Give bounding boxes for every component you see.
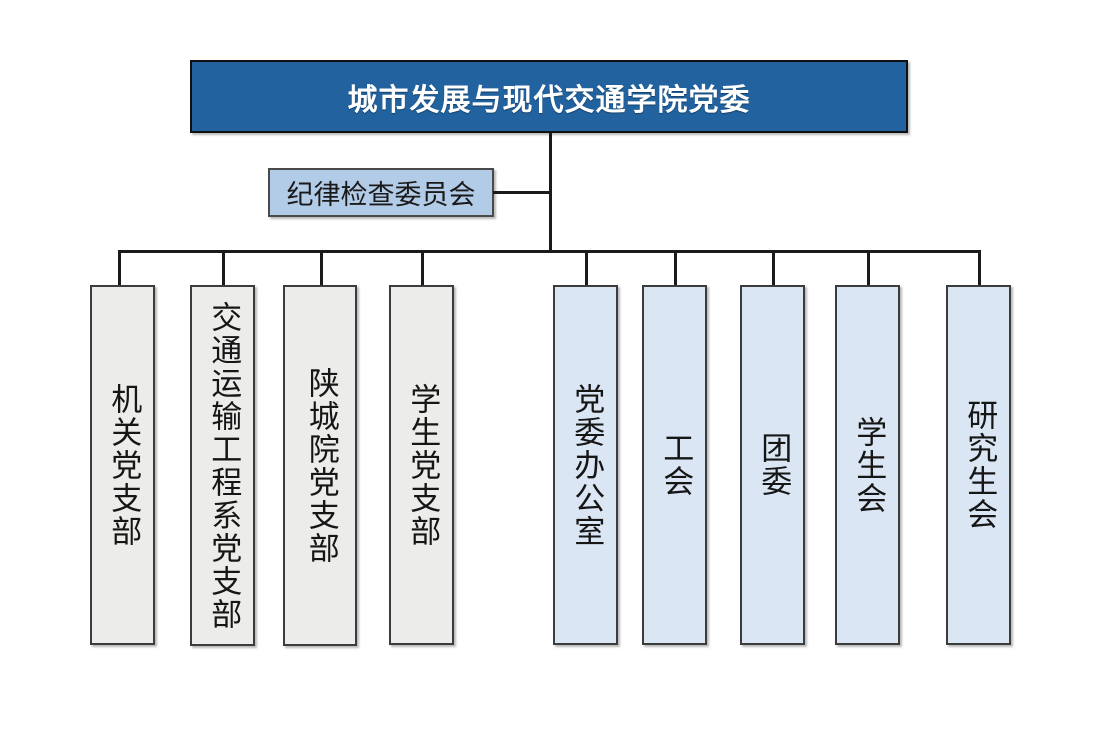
drop-line-5 — [585, 250, 588, 286]
drop-line-9 — [978, 250, 981, 286]
node-discipline-inspection-committee[interactable]: 纪律检查委员会 — [268, 168, 494, 217]
node-party-branch-jiguan[interactable]: 机关党支部 — [90, 285, 155, 645]
node-party-branch-transport-engineering[interactable]: 交通运输工程系党支部 — [190, 285, 255, 646]
node-label-party-branch-students: 学生党支部 — [404, 382, 441, 548]
node-label-graduate-student-union: 研究生会 — [961, 399, 998, 531]
node-labor-union[interactable]: 工会 — [642, 285, 707, 645]
node-label-student-union: 学生会 — [850, 415, 887, 515]
node-youth-league-committee[interactable]: 团委 — [740, 285, 805, 645]
bus-line-horizontal — [118, 250, 980, 253]
connector-discipline-committee — [493, 191, 551, 194]
drop-line-7 — [772, 250, 775, 286]
node-label-party-committee-office: 党委办公室 — [568, 382, 605, 548]
node-label-root: 城市发展与现代交通学院党委 — [347, 82, 751, 118]
node-student-union[interactable]: 学生会 — [835, 285, 900, 645]
node-label-youth-league-committee: 团委 — [755, 432, 792, 498]
drop-line-1 — [118, 250, 121, 286]
node-party-branch-shanchengyuan[interactable]: 陕城院党支部 — [283, 285, 357, 646]
node-label-discipline-committee: 纪律检查委员会 — [286, 180, 476, 211]
node-college-party-committee[interactable]: 城市发展与现代交通学院党委 — [190, 60, 908, 133]
drop-line-2 — [222, 250, 225, 286]
drop-line-4 — [421, 250, 424, 286]
node-label-party-branch-shanchengyuan: 陕城院党支部 — [302, 366, 339, 565]
node-party-committee-office[interactable]: 党委办公室 — [553, 285, 618, 645]
drop-line-8 — [867, 250, 870, 286]
node-label-labor-union: 工会 — [657, 432, 694, 498]
drop-line-3 — [320, 250, 323, 286]
node-party-branch-students[interactable]: 学生党支部 — [389, 285, 454, 645]
node-label-party-branch-transport-engineering: 交通运输工程系党支部 — [205, 300, 242, 631]
node-graduate-student-union[interactable]: 研究生会 — [946, 285, 1011, 645]
drop-line-6 — [674, 250, 677, 286]
node-label-party-branch-jiguan: 机关党支部 — [105, 382, 142, 548]
